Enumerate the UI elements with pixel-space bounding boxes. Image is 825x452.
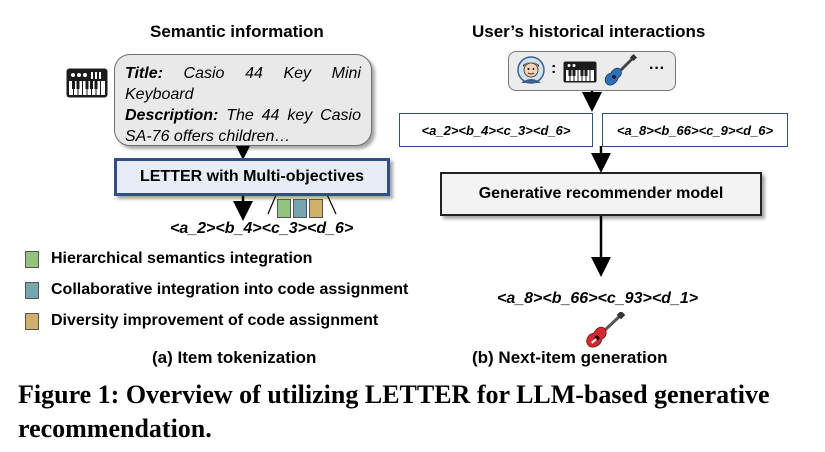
- keyboard-icon: [66, 68, 108, 98]
- legend-swatch-collaborative: [25, 281, 39, 299]
- output-code: <a_8><b_66><c_93><d_1>: [497, 290, 699, 307]
- legend-item: Diversity improvement of code assignment: [25, 311, 408, 331]
- title-label: Title:: [125, 65, 163, 82]
- history-code-1: <a_2><b_4><c_3><d_6>: [421, 122, 571, 138]
- letter-multi-objectives-box: LETTER with Multi-objectives: [114, 158, 390, 196]
- legend-label: Collaborative integration into code assi…: [51, 281, 409, 298]
- legend-swatch-diversity: [25, 312, 39, 330]
- legend-label: Hierarchical semantics integration: [51, 250, 313, 267]
- description-label: Description:: [125, 107, 219, 124]
- guitar-icon: [586, 312, 625, 348]
- legend-swatch-hierarchical: [25, 250, 39, 268]
- history-ellipsis: ···: [649, 60, 665, 77]
- figure-caption: Figure 1: Overview of utilizing LETTER f…: [18, 380, 770, 443]
- item-code: <a_2><b_4><c_3><d_6>: [170, 220, 354, 237]
- legend-item: Collaborative integration into code assi…: [25, 280, 408, 300]
- user-avatar-icon: [517, 56, 545, 84]
- history-box: : ···: [508, 51, 676, 91]
- model-label: Generative recommender model: [478, 185, 724, 202]
- history-code-2: <a_8><b_66><c_9><d_6>: [616, 122, 774, 138]
- letter-box-label: LETTER with Multi-objectives: [139, 168, 364, 185]
- semantic-info-box: Title: Casio 44 Key Mini Keyboard Descri…: [114, 54, 372, 146]
- legend-item: Hierarchical semantics integration: [25, 249, 408, 269]
- legend-label: Diversity improvement of code assignment: [51, 312, 379, 329]
- generative-recommender-model-box: Generative recommender model: [440, 172, 762, 216]
- history-colon: :: [551, 60, 557, 77]
- legend: Hierarchical semantics integration Colla…: [25, 249, 408, 331]
- objective-squares: [277, 199, 323, 218]
- objective-square-1: [277, 199, 291, 218]
- historical-interactions-header: User’s historical interactions: [472, 22, 706, 41]
- keyboard-icon: [563, 61, 597, 83]
- guitar-icon: [604, 54, 637, 86]
- history-code-box-2: <a_8><b_66><c_9><d_6>: [602, 113, 788, 147]
- title-value: Casio 44 Key Mini Keyboard: [125, 65, 361, 103]
- subcaption-a: (a) Item tokenization: [152, 348, 317, 367]
- semantic-information-header: Semantic information: [150, 22, 324, 41]
- objective-square-3: [309, 199, 323, 218]
- history-code-box-1: <a_2><b_4><c_3><d_6>: [399, 113, 593, 147]
- description-value: The 44 key Casio SA-76 offers children…: [125, 107, 361, 145]
- subcaption-b: (b) Next-item generation: [472, 348, 668, 367]
- objective-square-2: [293, 199, 307, 218]
